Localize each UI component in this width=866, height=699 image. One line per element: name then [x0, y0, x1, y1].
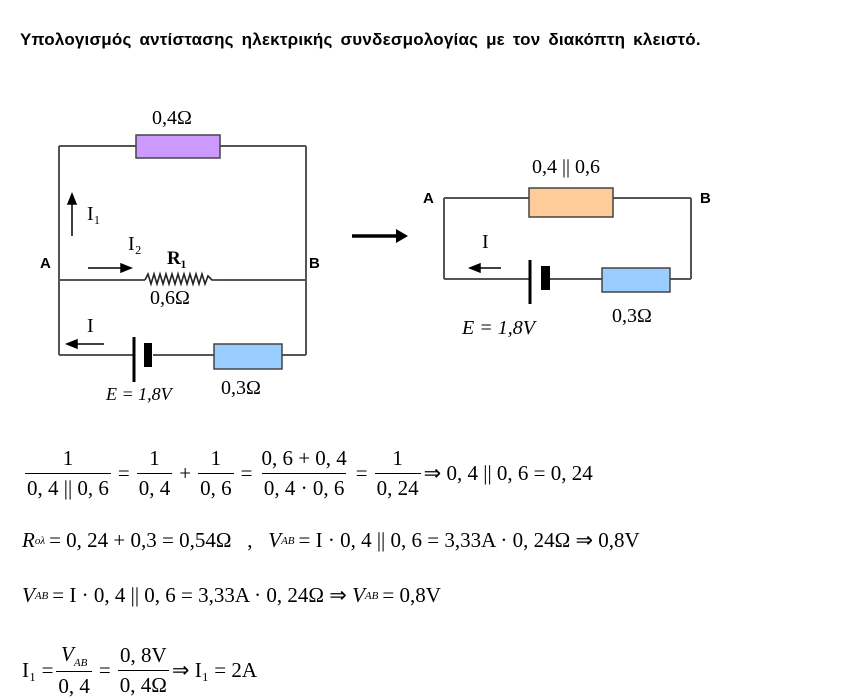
bottom-resistor [601, 267, 671, 293]
equivalent-resistor [528, 187, 614, 218]
top-resistor [135, 134, 221, 159]
circuit-diagrams: 0,4Ω I₁ I₂ R₁ 0,6Ω I E = 1,8V 0,3Ω 0,4 |… [40, 107, 711, 404]
middle-resistor-coil [144, 271, 225, 287]
resistor-r1-name: R₁ [167, 248, 186, 269]
arrow-left-head-icon [467, 262, 481, 274]
node-b-label: B [700, 190, 711, 207]
bottom-resistor-label: 0,3Ω [221, 377, 261, 399]
battery-label: E = 1,8V [105, 384, 174, 404]
current-i2-label: I₂ [128, 233, 142, 255]
arrow-left-head-icon [64, 338, 78, 350]
bottom-resistor-label: 0,3Ω [612, 305, 652, 327]
node-a-label: A [40, 255, 51, 272]
current-arrows-left [64, 191, 134, 350]
middle-resistor-label: 0,6Ω [150, 287, 190, 309]
arrow-right-head-icon [120, 262, 134, 274]
current-i1-label: I₁ [87, 203, 101, 225]
page-title: Υπολογισμός αντίστασης ηλεκτρικής συνδεσ… [20, 30, 701, 49]
right-circuit [443, 197, 692, 280]
current-i-label: I [482, 231, 489, 253]
bottom-resistor [213, 343, 283, 370]
current-i-label: I [87, 315, 94, 337]
left-circuit [58, 145, 307, 356]
battery-short-plate [541, 266, 550, 290]
transform-arrow-icon [352, 229, 408, 243]
top-resistor-label: 0,4Ω [152, 107, 192, 129]
current-arrow-right-circuit [467, 262, 501, 274]
equivalent-resistor-label: 0,4 || 0,6 [532, 156, 600, 178]
arrow-up-head-icon [66, 191, 78, 205]
battery-short-plate [144, 343, 152, 367]
battery-label: E = 1,8V [461, 317, 538, 339]
node-a-label: A [423, 190, 434, 207]
node-b-label: B [309, 255, 320, 272]
